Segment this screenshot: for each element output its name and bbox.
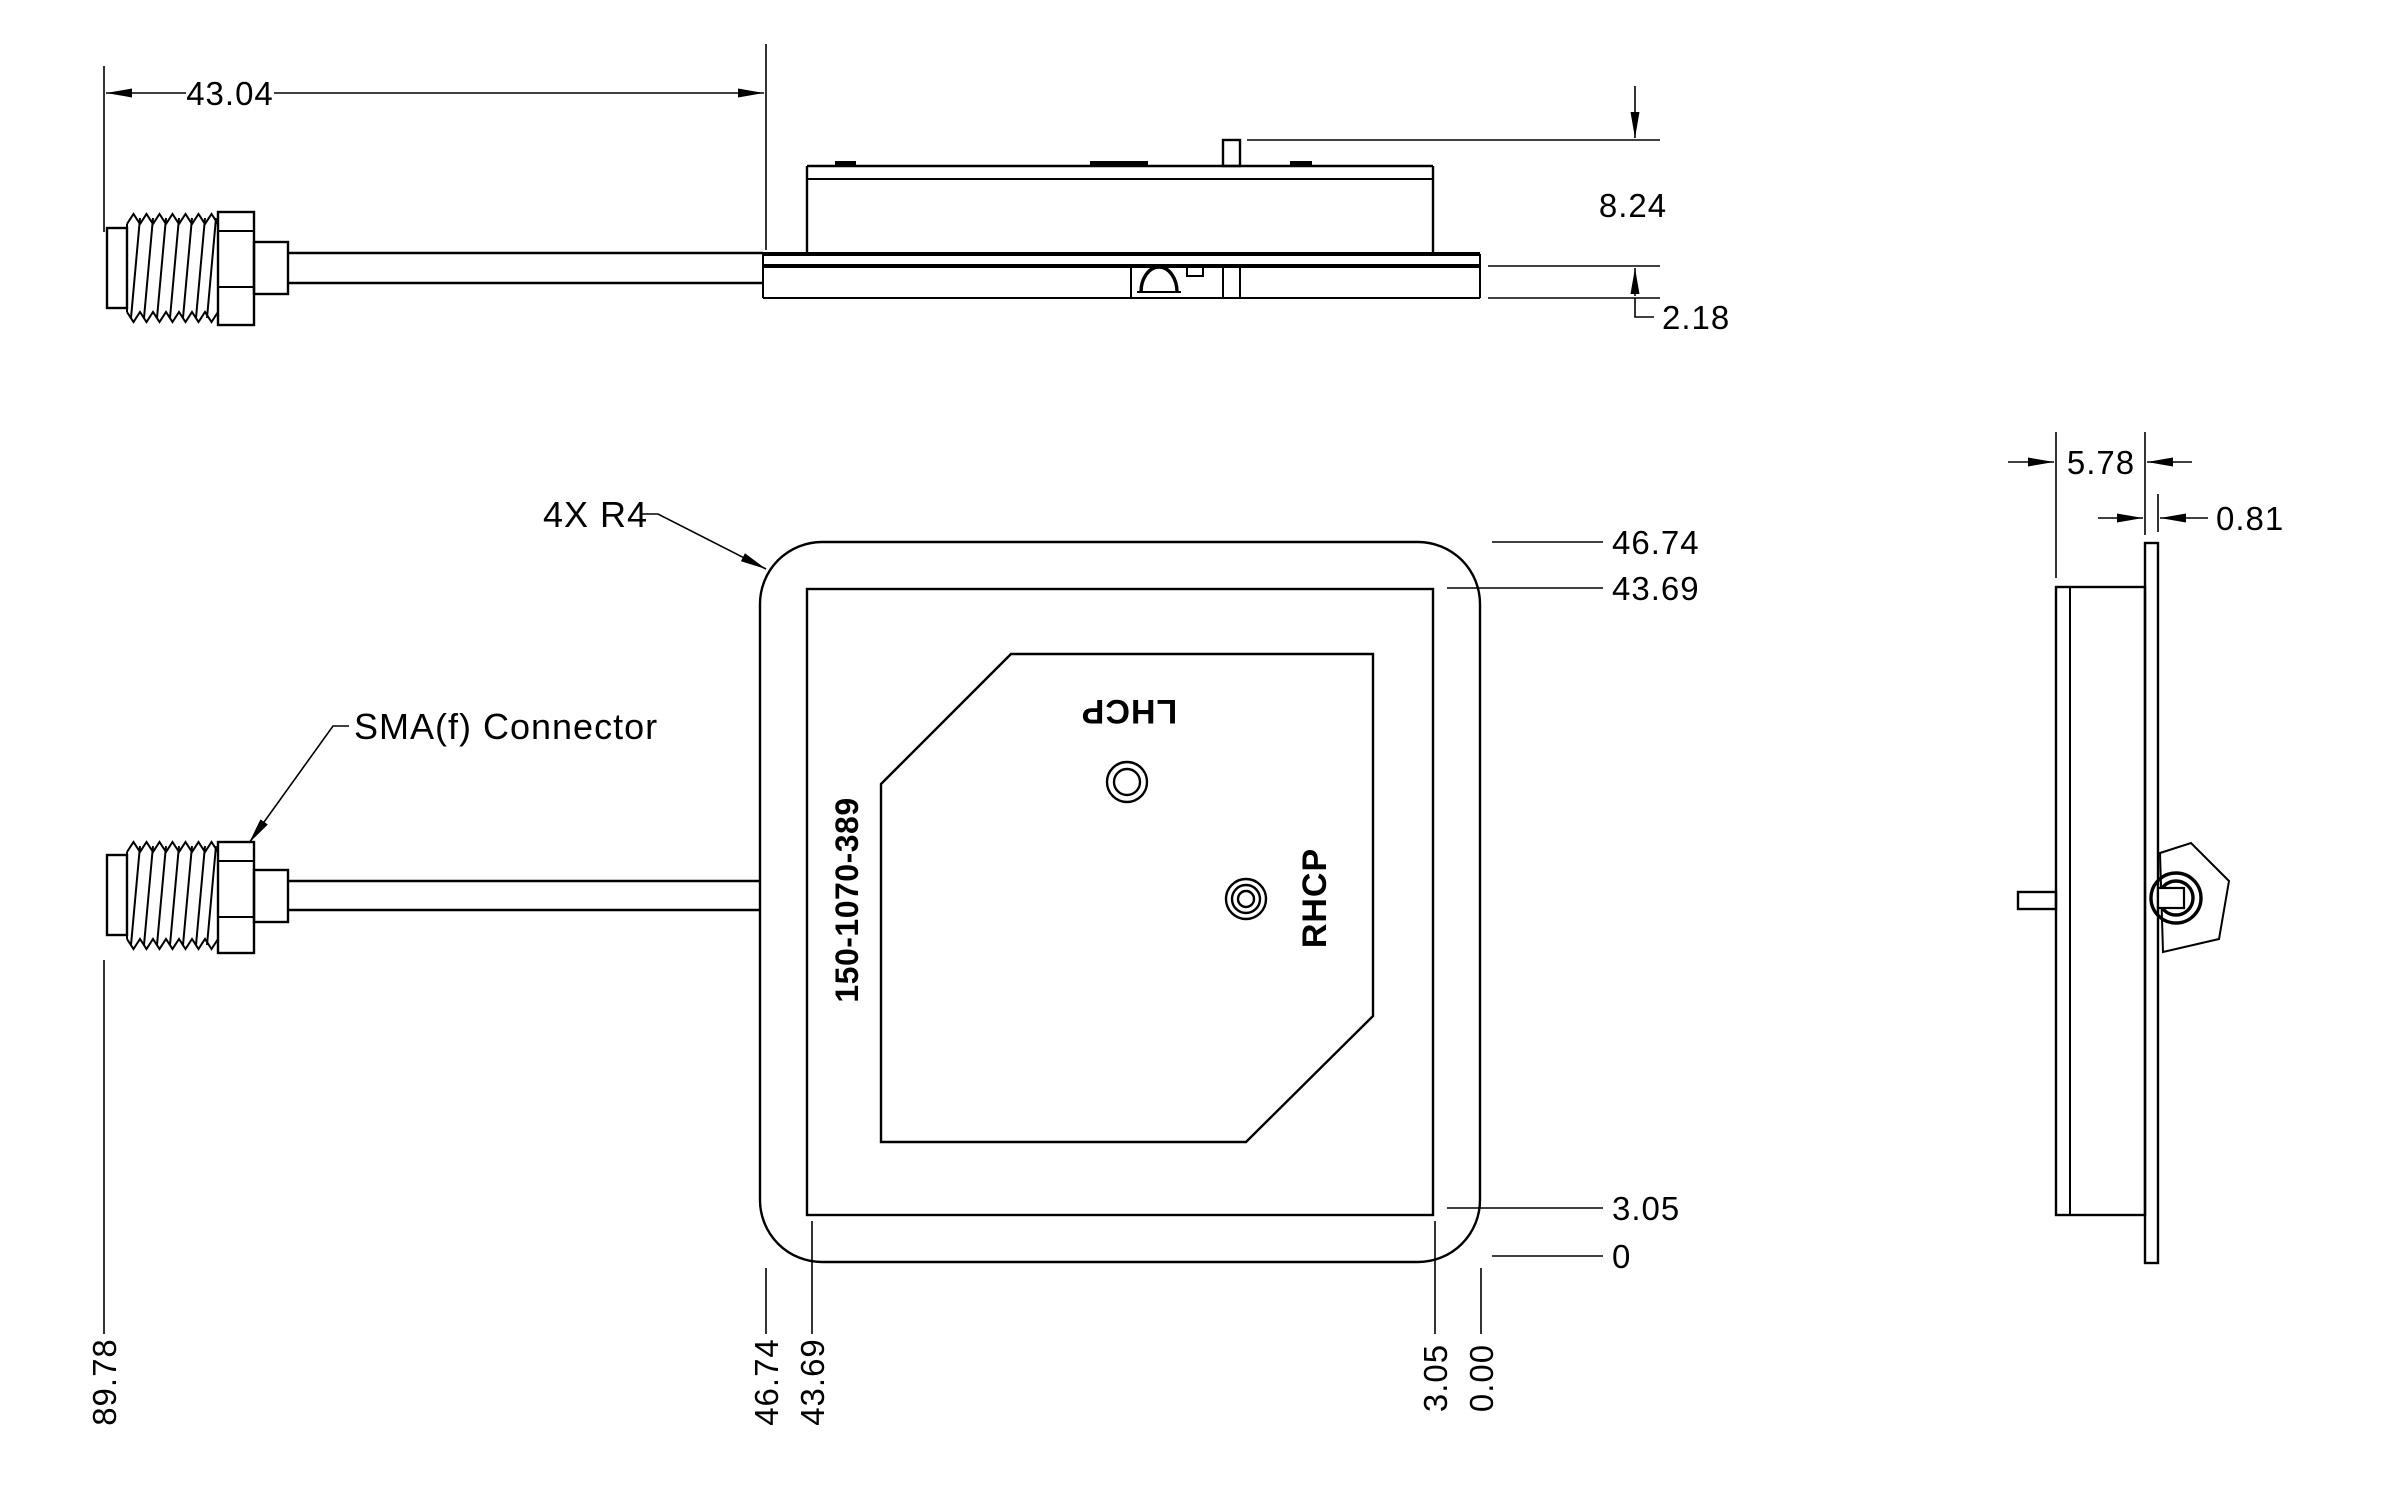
housing-outline xyxy=(805,587,1435,1217)
rhcp-feed-mid-circle xyxy=(1230,883,1262,915)
connector-label-text: SMA(f) Connector xyxy=(354,706,658,747)
leader-arrow xyxy=(640,513,767,570)
front-view: LHCP RHCP 150-1070-389 4X R4 SMA(f) Conn… xyxy=(86,494,1700,1426)
sma-barrel xyxy=(252,868,290,924)
ordinate-text: 43.69 xyxy=(1612,570,1700,607)
sma-barrel xyxy=(252,240,290,296)
dim-5-78: 5.78 xyxy=(2008,432,2192,578)
dim-text-depth: 5.78 xyxy=(2067,444,2135,481)
right-side-view: 5.78 0.81 xyxy=(2008,432,2284,1265)
feed-pin-lower xyxy=(1222,265,1241,299)
connector-note: SMA(f) Connector xyxy=(248,706,658,844)
leader-line xyxy=(1634,298,1654,318)
ordinate-text: 3.05 xyxy=(1417,1344,1454,1412)
ordinate-text: 0 xyxy=(1612,1238,1631,1275)
solder-ring-outer xyxy=(2149,871,2203,925)
rhcp-feed-point xyxy=(1224,877,1268,921)
rhcp-feed-outer-circle xyxy=(1224,877,1268,921)
solder-fillet xyxy=(2158,841,2231,954)
ceramic-patch xyxy=(879,652,1375,1144)
dim-text-thickness: 2.18 xyxy=(1662,299,1730,336)
feed-pin-upper xyxy=(1221,138,1242,168)
antenna-housing-side xyxy=(805,138,1435,254)
ordinate-text: 46.74 xyxy=(1612,524,1700,561)
ordinate-text: 3.05 xyxy=(1612,1190,1680,1227)
ordinate-text: 43.69 xyxy=(794,1338,831,1426)
leader-arrow xyxy=(248,725,349,844)
sma-connector-front xyxy=(105,840,760,955)
silkscreen-part-number: 150-1070-389 xyxy=(829,797,865,1002)
dim-text-pcb-thickness: 0.81 xyxy=(2216,500,2284,537)
rhcp-feed-inner-circle xyxy=(1236,889,1256,909)
dim-43-04: 43.04 xyxy=(103,44,767,250)
right-ordinate-dims: 46.74 43.69 3.05 0 xyxy=(1447,524,1700,1275)
silkscreen-lhcp: LHCP xyxy=(1081,692,1178,730)
pcb-outline-rounded xyxy=(758,540,1482,1264)
sma-connector-side xyxy=(105,210,290,327)
dim-2-18: 2.18 xyxy=(1488,265,1730,336)
lhcp-feed-outer-circle xyxy=(1105,760,1149,804)
corner-radius-note: 4X R4 xyxy=(543,494,767,570)
lhcp-feed-point xyxy=(1105,760,1149,804)
dim-text-height: 8.24 xyxy=(1599,187,1667,224)
solder-dome xyxy=(1139,265,1179,293)
lhcp-feed-inner-circle xyxy=(1112,767,1142,797)
smd-component xyxy=(1186,266,1204,277)
ordinate-text: 46.74 xyxy=(748,1338,785,1426)
ordinate-text: 89.78 xyxy=(86,1338,123,1426)
cable-stub xyxy=(2016,890,2058,911)
feed-pin-profile xyxy=(2156,886,2186,910)
silkscreen-rhcp: RHCP xyxy=(1296,848,1334,948)
dim-8-24: 8.24 xyxy=(1247,86,1667,296)
side-elevation-view: 43.04 8.24 2.18 xyxy=(103,44,1730,336)
bottom-ordinate-dims: 89.78 46.74 43.69 3.05 0.00 xyxy=(86,960,1500,1426)
dim-0-81: 0.81 xyxy=(2098,494,2284,537)
corner-radius-text: 4X R4 xyxy=(543,494,648,535)
ordinate-text: 0.00 xyxy=(1463,1344,1500,1412)
dim-text-length: 43.04 xyxy=(186,75,274,112)
